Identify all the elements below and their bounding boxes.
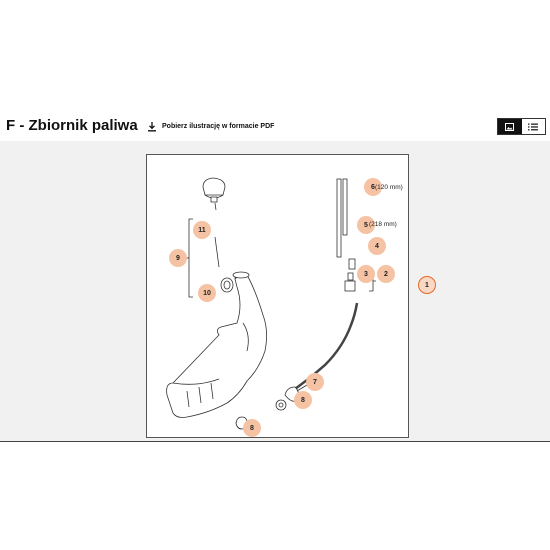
list-view-icon [528, 123, 539, 130]
callout-4[interactable]: 4 [368, 237, 386, 255]
download-pdf-link[interactable]: Pobierz ilustrację w formacie PDF [147, 121, 274, 132]
callout-11[interactable]: 11 [193, 221, 211, 239]
fuel-tank-illustration [166, 177, 376, 430]
view-toggle [497, 118, 546, 135]
image-view-button[interactable] [498, 119, 522, 134]
callout-2[interactable]: 2 [377, 265, 395, 283]
callout-10[interactable]: 10 [198, 284, 216, 302]
callout-5-size-note: (218 mm) [369, 221, 397, 228]
image-view-icon [505, 122, 515, 131]
page-title: F - Zbiornik paliwa [6, 117, 138, 134]
callout-7[interactable]: 7 [306, 373, 324, 391]
callout-1[interactable]: 1 [418, 276, 436, 294]
callout-5[interactable]: 5 [357, 216, 375, 234]
page-header: F - Zbiornik paliwa Pobierz ilustrację w… [0, 113, 550, 143]
callout-8-upper[interactable]: 8 [294, 391, 312, 409]
callout-6-size-note: (120 mm) [375, 184, 403, 191]
illustration-area: 6 (120 mm) 5 (218 mm) 4 3 2 11 9 10 7 8 … [0, 141, 550, 442]
parts-diagram: 6 (120 mm) 5 (218 mm) 4 3 2 11 9 10 7 8 … [146, 154, 409, 438]
callout-8-lower[interactable]: 8 [243, 419, 261, 437]
callout-9[interactable]: 9 [169, 249, 187, 267]
list-view-button[interactable] [521, 119, 545, 134]
divider [0, 441, 550, 442]
callout-3[interactable]: 3 [357, 265, 375, 283]
download-pdf-label: Pobierz ilustrację w formacie PDF [162, 123, 275, 130]
download-icon [148, 122, 156, 132]
callout-6[interactable]: 6 [364, 178, 382, 196]
